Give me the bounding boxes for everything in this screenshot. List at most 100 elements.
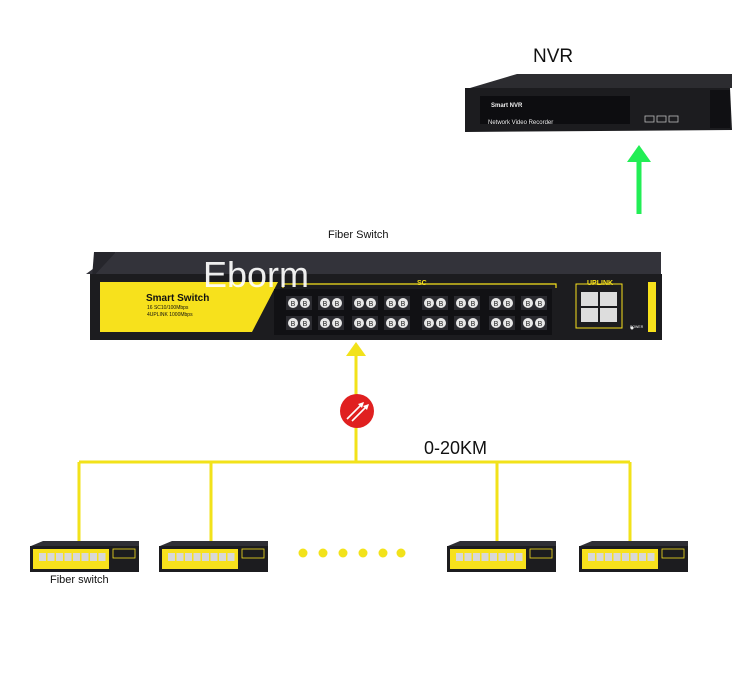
rj45-port <box>39 553 46 561</box>
sc-port-mark: B <box>303 301 308 308</box>
rj45-port <box>227 553 235 561</box>
uplink-label: UPLINK <box>587 280 614 287</box>
sc-port-mark: B <box>291 321 296 328</box>
sc-connector <box>354 298 364 308</box>
power-label: POWER <box>630 325 644 329</box>
sc-port-mark: B <box>538 321 543 328</box>
rj45-port <box>176 553 184 561</box>
sc-connector <box>503 318 513 328</box>
sc-connector <box>386 298 396 308</box>
sc-port-mark: B <box>323 321 328 328</box>
sc-connector <box>491 318 501 328</box>
rj45-port <box>498 553 506 561</box>
sc-port-mark: B <box>335 321 340 328</box>
edge-switch-2 <box>159 541 268 572</box>
sc-port-mark: B <box>369 321 374 328</box>
rj45-port <box>605 553 612 561</box>
sc-port-mark: B <box>401 321 406 328</box>
sc-port-mark: B <box>494 321 499 328</box>
sc-connector <box>424 298 434 308</box>
sc-port-mark: B <box>335 301 340 308</box>
sc-connector <box>332 318 342 328</box>
rj45-port <box>490 553 497 561</box>
rj45-port <box>90 553 97 561</box>
uplink-arrow <box>627 145 651 214</box>
sc-port-mark: B <box>459 301 464 308</box>
sc-connector <box>491 298 501 308</box>
sc-port-mark: B <box>506 301 511 308</box>
rj45-port <box>473 553 480 561</box>
sc-port-mark: B <box>506 321 511 328</box>
sc-port-mark: B <box>357 321 362 328</box>
sc-group-label: SC <box>417 280 427 287</box>
rj45-port <box>596 553 604 561</box>
rj45-port <box>56 553 63 561</box>
fiber-bus <box>77 460 632 545</box>
sc-port-mark: B <box>459 321 464 328</box>
rj45-port <box>81 553 89 561</box>
rj45-port <box>622 553 629 561</box>
edge-switch-3 <box>447 541 556 572</box>
sc-port-mark: B <box>389 301 394 308</box>
rj45-port <box>73 553 80 561</box>
sc-connector <box>523 298 533 308</box>
rj45-port <box>168 553 175 561</box>
sc-connector <box>366 298 376 308</box>
nvr-subtitle: Network Video Recorder <box>488 120 554 126</box>
media-converter-icon <box>340 394 374 428</box>
edge-switch-1 <box>30 541 139 572</box>
rj45-port <box>647 553 655 561</box>
switch-spec-line1: 16 SC10/100Mbps <box>147 305 189 311</box>
rj45-port <box>464 553 472 561</box>
rj45-port <box>185 553 192 561</box>
sc-connector <box>366 318 376 328</box>
sc-port-mark: B <box>369 301 374 308</box>
sc-connector <box>386 318 396 328</box>
rj45-port <box>202 553 209 561</box>
sc-port-mark: B <box>357 301 362 308</box>
sc-port-mark: B <box>303 321 308 328</box>
switch-spec-line2: 4UPLINK 1000Mbps <box>147 312 193 318</box>
sc-connector <box>535 298 545 308</box>
ellipsis-dots <box>298 548 406 558</box>
nvr-label: NVR <box>533 46 574 67</box>
rj45-port <box>456 553 463 561</box>
sc-connector <box>398 298 408 308</box>
sc-connector <box>320 318 330 328</box>
sc-connector <box>300 318 310 328</box>
sc-port-mark: B <box>538 301 543 308</box>
sc-connector <box>523 318 533 328</box>
sc-port-mark: B <box>471 321 476 328</box>
rj45-port <box>613 553 621 561</box>
edge-switch-label: Fiber switch <box>50 574 109 586</box>
switch-title: Smart Switch <box>146 293 210 304</box>
rj45-port <box>47 553 55 561</box>
sc-port-mark: B <box>323 301 328 308</box>
sc-port-mark: B <box>427 321 432 328</box>
rj45-port <box>219 553 226 561</box>
sc-port-mark: B <box>494 301 499 308</box>
sc-port-mark: B <box>471 301 476 308</box>
sc-connector <box>288 298 298 308</box>
sc-connector <box>503 298 513 308</box>
nvr-brand: Smart NVR <box>491 103 523 109</box>
rj45-port <box>639 553 646 561</box>
rj45-port <box>481 553 489 561</box>
sc-connector <box>300 298 310 308</box>
core-switch-label: Fiber Switch <box>328 229 389 241</box>
rj45-port <box>98 553 106 561</box>
sc-port-mark: B <box>389 321 394 328</box>
sc-connector <box>535 318 545 328</box>
sc-port-mark: B <box>401 301 406 308</box>
distance-label: 0-20KM <box>424 438 488 458</box>
sc-connector <box>456 318 466 328</box>
sc-connector <box>436 298 446 308</box>
rj45-port <box>588 553 595 561</box>
rj45-port <box>193 553 201 561</box>
sc-port-mark: B <box>526 321 531 328</box>
eborm-watermark: Eborm <box>203 254 310 295</box>
rj45-port <box>630 553 638 561</box>
rj45-port <box>210 553 218 561</box>
